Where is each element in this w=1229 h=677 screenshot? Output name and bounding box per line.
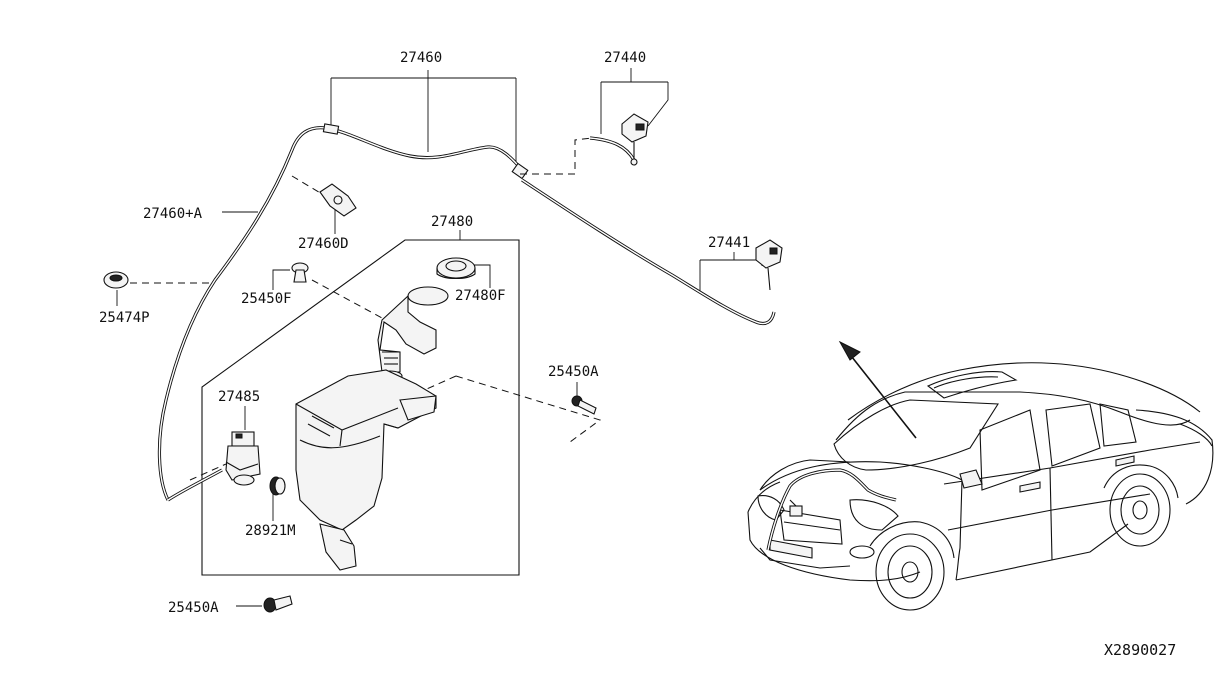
clip-27460d [319, 183, 357, 217]
nozzle-27441 [755, 239, 783, 291]
label-27440: 27440 [604, 50, 646, 66]
pump-27485 [225, 431, 261, 486]
bolt-25450a-lower [263, 595, 293, 613]
label-28921m: 28921M [245, 523, 296, 539]
label-25450a-upper: 25450A [548, 364, 599, 380]
label-27441: 27441 [708, 235, 750, 251]
label-25450a-lower: 25450A [168, 600, 219, 616]
clip-25474p [103, 271, 129, 289]
washer-hose [157, 126, 776, 502]
tank-cap-27480f [436, 257, 476, 280]
nozzle-27440 [621, 113, 649, 166]
grommet-28921m [269, 476, 286, 496]
leader-27440 [600, 68, 669, 134]
vehicle-overview [747, 340, 1214, 611]
clip-25450f [291, 262, 309, 283]
leader-27460 [330, 70, 517, 165]
leader-25450f [272, 269, 290, 290]
label-27480f: 27480F [455, 288, 506, 304]
tank-assembly-frame [201, 239, 520, 576]
label-27485: 27485 [218, 389, 260, 405]
leader-27441 [699, 252, 763, 292]
label-25450f: 25450F [241, 291, 292, 307]
diagram-reference-code: X2890027 [1104, 641, 1176, 659]
label-27460: 27460 [400, 50, 442, 66]
bolt-25450a-upper [571, 395, 597, 415]
leader-27480f [472, 264, 491, 288]
label-27460-a: 27460+A [143, 206, 203, 222]
label-27480: 27480 [431, 214, 473, 230]
washer-tank [295, 369, 437, 571]
label-27460d: 27460D [298, 236, 349, 252]
dashed-guides [130, 137, 602, 481]
label-25474p: 25474P [99, 310, 150, 326]
